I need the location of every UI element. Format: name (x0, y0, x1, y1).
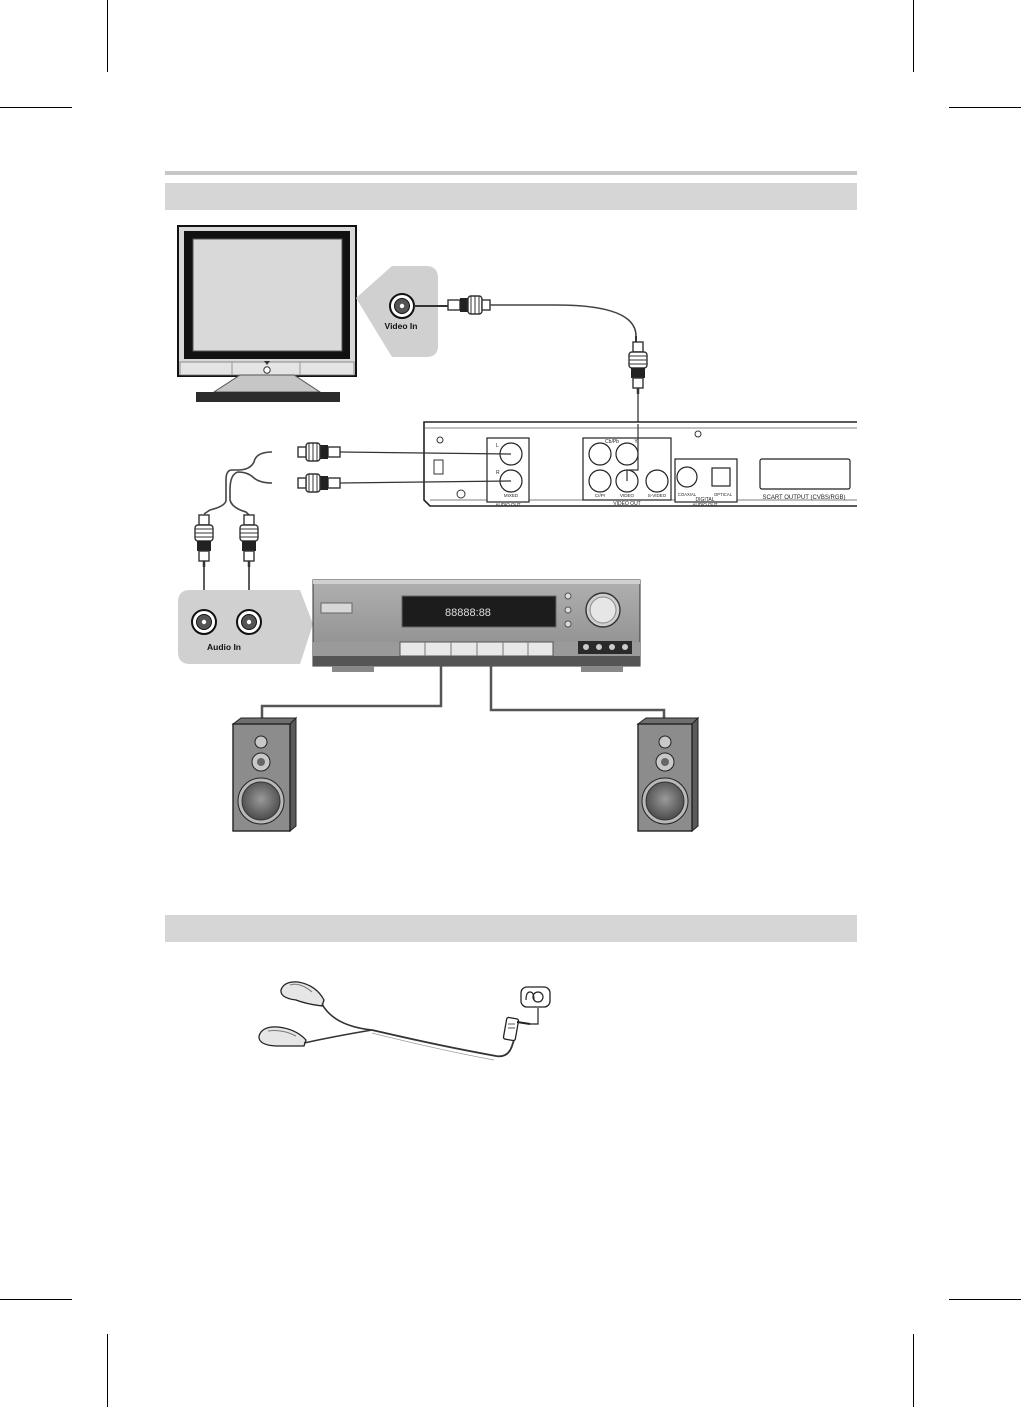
crop-mark (107, 0, 108, 72)
amplifier: 88888:88 (312, 579, 641, 672)
crop-mark (949, 107, 1021, 108)
speaker-right (636, 716, 700, 833)
svg-text:Cr/Pr: Cr/Pr (595, 493, 606, 498)
svg-text:OPTICAL: OPTICAL (714, 492, 733, 497)
headphone-icon (525, 991, 535, 1001)
audio-in-label: Audio In (207, 642, 241, 652)
audio-plug-r-player (297, 473, 341, 493)
section-band-headphones (165, 915, 857, 942)
svg-text:VIDEO: VIDEO (620, 493, 635, 498)
svg-text:R: R (496, 470, 500, 476)
crop-mark (949, 1299, 1021, 1300)
audio-plug-l-amp (193, 513, 215, 569)
audio-plug-l-player (297, 442, 341, 462)
svg-text:AUDIO OUT: AUDIO OUT (495, 502, 520, 507)
crop-mark (107, 1334, 108, 1407)
svg-text:AUDIO OUT: AUDIO OUT (692, 502, 717, 507)
svg-text:VIDEO OUT: VIDEO OUT (613, 501, 641, 507)
dvd-player-rear-panel: L R MIXED AUDIO OUT Cb/Pb Y Cr/Pr VIDEO … (423, 421, 857, 507)
crop-mark (913, 1334, 914, 1407)
svg-text:S-VIDEO: S-VIDEO (648, 493, 667, 498)
television (177, 225, 357, 402)
audio-plug-r-amp (238, 513, 260, 569)
section-band-connection (165, 183, 857, 210)
crop-mark (913, 0, 914, 72)
speaker-left (231, 716, 298, 833)
video-in-label: Video In (385, 321, 418, 331)
svg-text:Cb/Pb: Cb/Pb (605, 439, 619, 445)
svg-text:COAXIAL: COAXIAL (678, 492, 697, 497)
amp-display: 88888:88 (445, 607, 491, 619)
svg-text:Y: Y (634, 439, 638, 445)
svg-text:L: L (496, 443, 499, 449)
svg-text:DIGITAL: DIGITAL (695, 497, 714, 503)
video-plug-tv (447, 295, 491, 315)
svg-text:SCART OUTPUT (CVBS/RGB): SCART OUTPUT (CVBS/RGB) (762, 495, 845, 501)
earphones (258, 981, 539, 1061)
video-plug-player (627, 340, 649, 396)
crop-mark (0, 107, 72, 108)
crop-mark (0, 1299, 72, 1300)
headphone-jack (520, 986, 551, 1008)
header-rule (165, 171, 857, 175)
svg-text:MIXED: MIXED (504, 493, 519, 498)
